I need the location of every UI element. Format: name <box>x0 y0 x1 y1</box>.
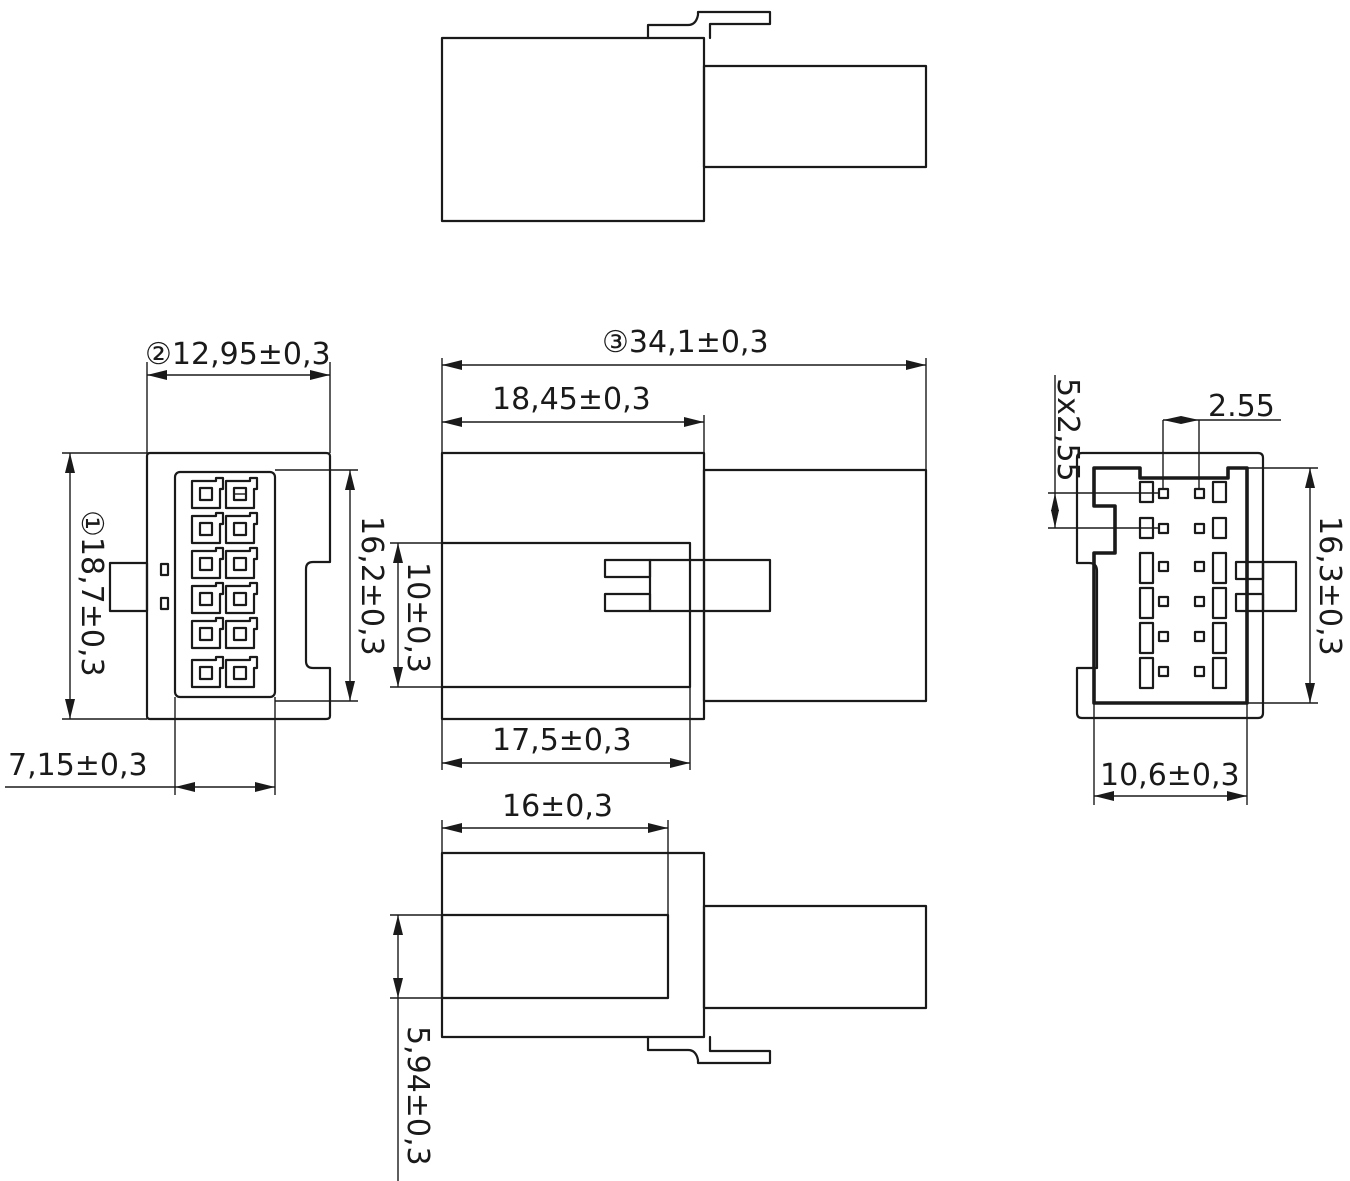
dim-rear-width: 10,6±0,3 <box>1100 758 1240 793</box>
dim-overall-width: ②12,95±0,3 <box>145 337 331 372</box>
dimension-labels: ②12,95±0,3 ①18,7±0,3 16,2±0,3 7,15±0,3 ③… <box>8 325 1347 1166</box>
dim-slot-length: 17,5±0,3 <box>492 723 632 758</box>
rear-contact-slots <box>1138 480 1228 690</box>
rear-view-dimension-lines <box>1048 375 1318 805</box>
dim-inner-height: 16,2±0,3 <box>354 516 389 656</box>
front-face-view <box>108 451 332 721</box>
top-view <box>440 10 928 223</box>
dim-overall-length: ③34,1±0,3 <box>602 325 769 360</box>
dim-bottom-offset: 5,94±0,3 <box>400 1026 435 1166</box>
dim-cavity-width: 7,15±0,3 <box>8 748 148 783</box>
side-view <box>440 451 928 721</box>
dim-pitch-vertical: 5x2,55 <box>1050 378 1085 482</box>
bottom-view <box>440 851 928 1065</box>
dim-slot-height: 10±0,3 <box>400 562 435 673</box>
terminal-cavities <box>190 476 259 689</box>
dim-housing-length: 18,45±0,3 <box>492 382 651 417</box>
dim-rear-height: 16,3±0,3 <box>1312 516 1347 656</box>
front-view-dimension-lines <box>5 362 358 795</box>
dim-overall-height: ①18,7±0,3 <box>74 510 109 677</box>
dim-bottom-length: 16±0,3 <box>502 789 613 824</box>
dim-pitch-horizontal: 2.55 <box>1208 389 1275 424</box>
bottom-view-dimension-lines <box>390 820 669 1181</box>
side-view-dimension-lines <box>390 358 927 770</box>
